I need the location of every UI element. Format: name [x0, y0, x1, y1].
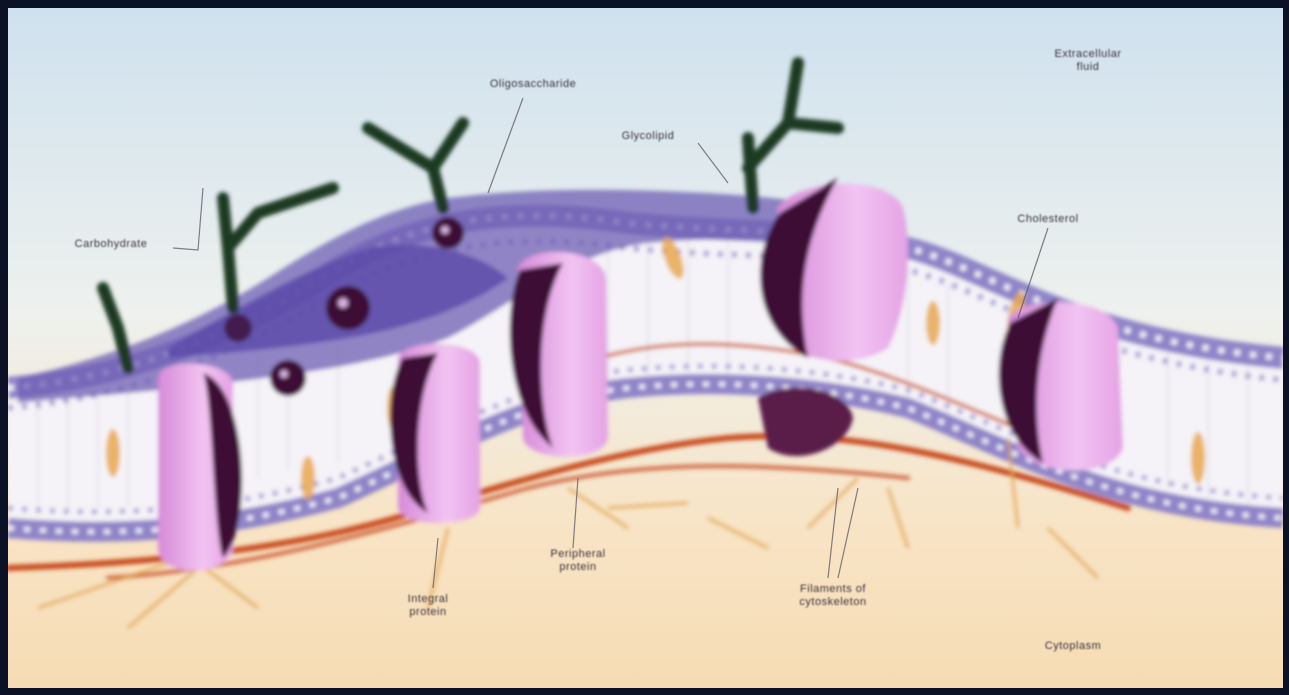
label-peripheral-protein: Peripheral protein [523, 548, 633, 574]
membrane-illustration: Extracellular fluid Oligosaccharide Glyc… [8, 8, 1283, 688]
membrane-diagram [8, 8, 1283, 688]
label-extracellular-fluid: Extracellular fluid [1018, 48, 1158, 74]
label-carbohydrate: Carbohydrate [46, 238, 176, 251]
label-oligosaccharide: Oligosaccharide [463, 78, 603, 91]
label-cholesterol: Cholesterol [993, 213, 1103, 226]
label-filaments-of-cytoskeleton: Filaments of cytoskeleton [768, 583, 898, 609]
label-cytoplasm: Cytoplasm [1013, 640, 1133, 653]
label-integral-protein: Integral protein [373, 593, 483, 619]
label-glycolipid: Glycolipid [593, 130, 703, 143]
